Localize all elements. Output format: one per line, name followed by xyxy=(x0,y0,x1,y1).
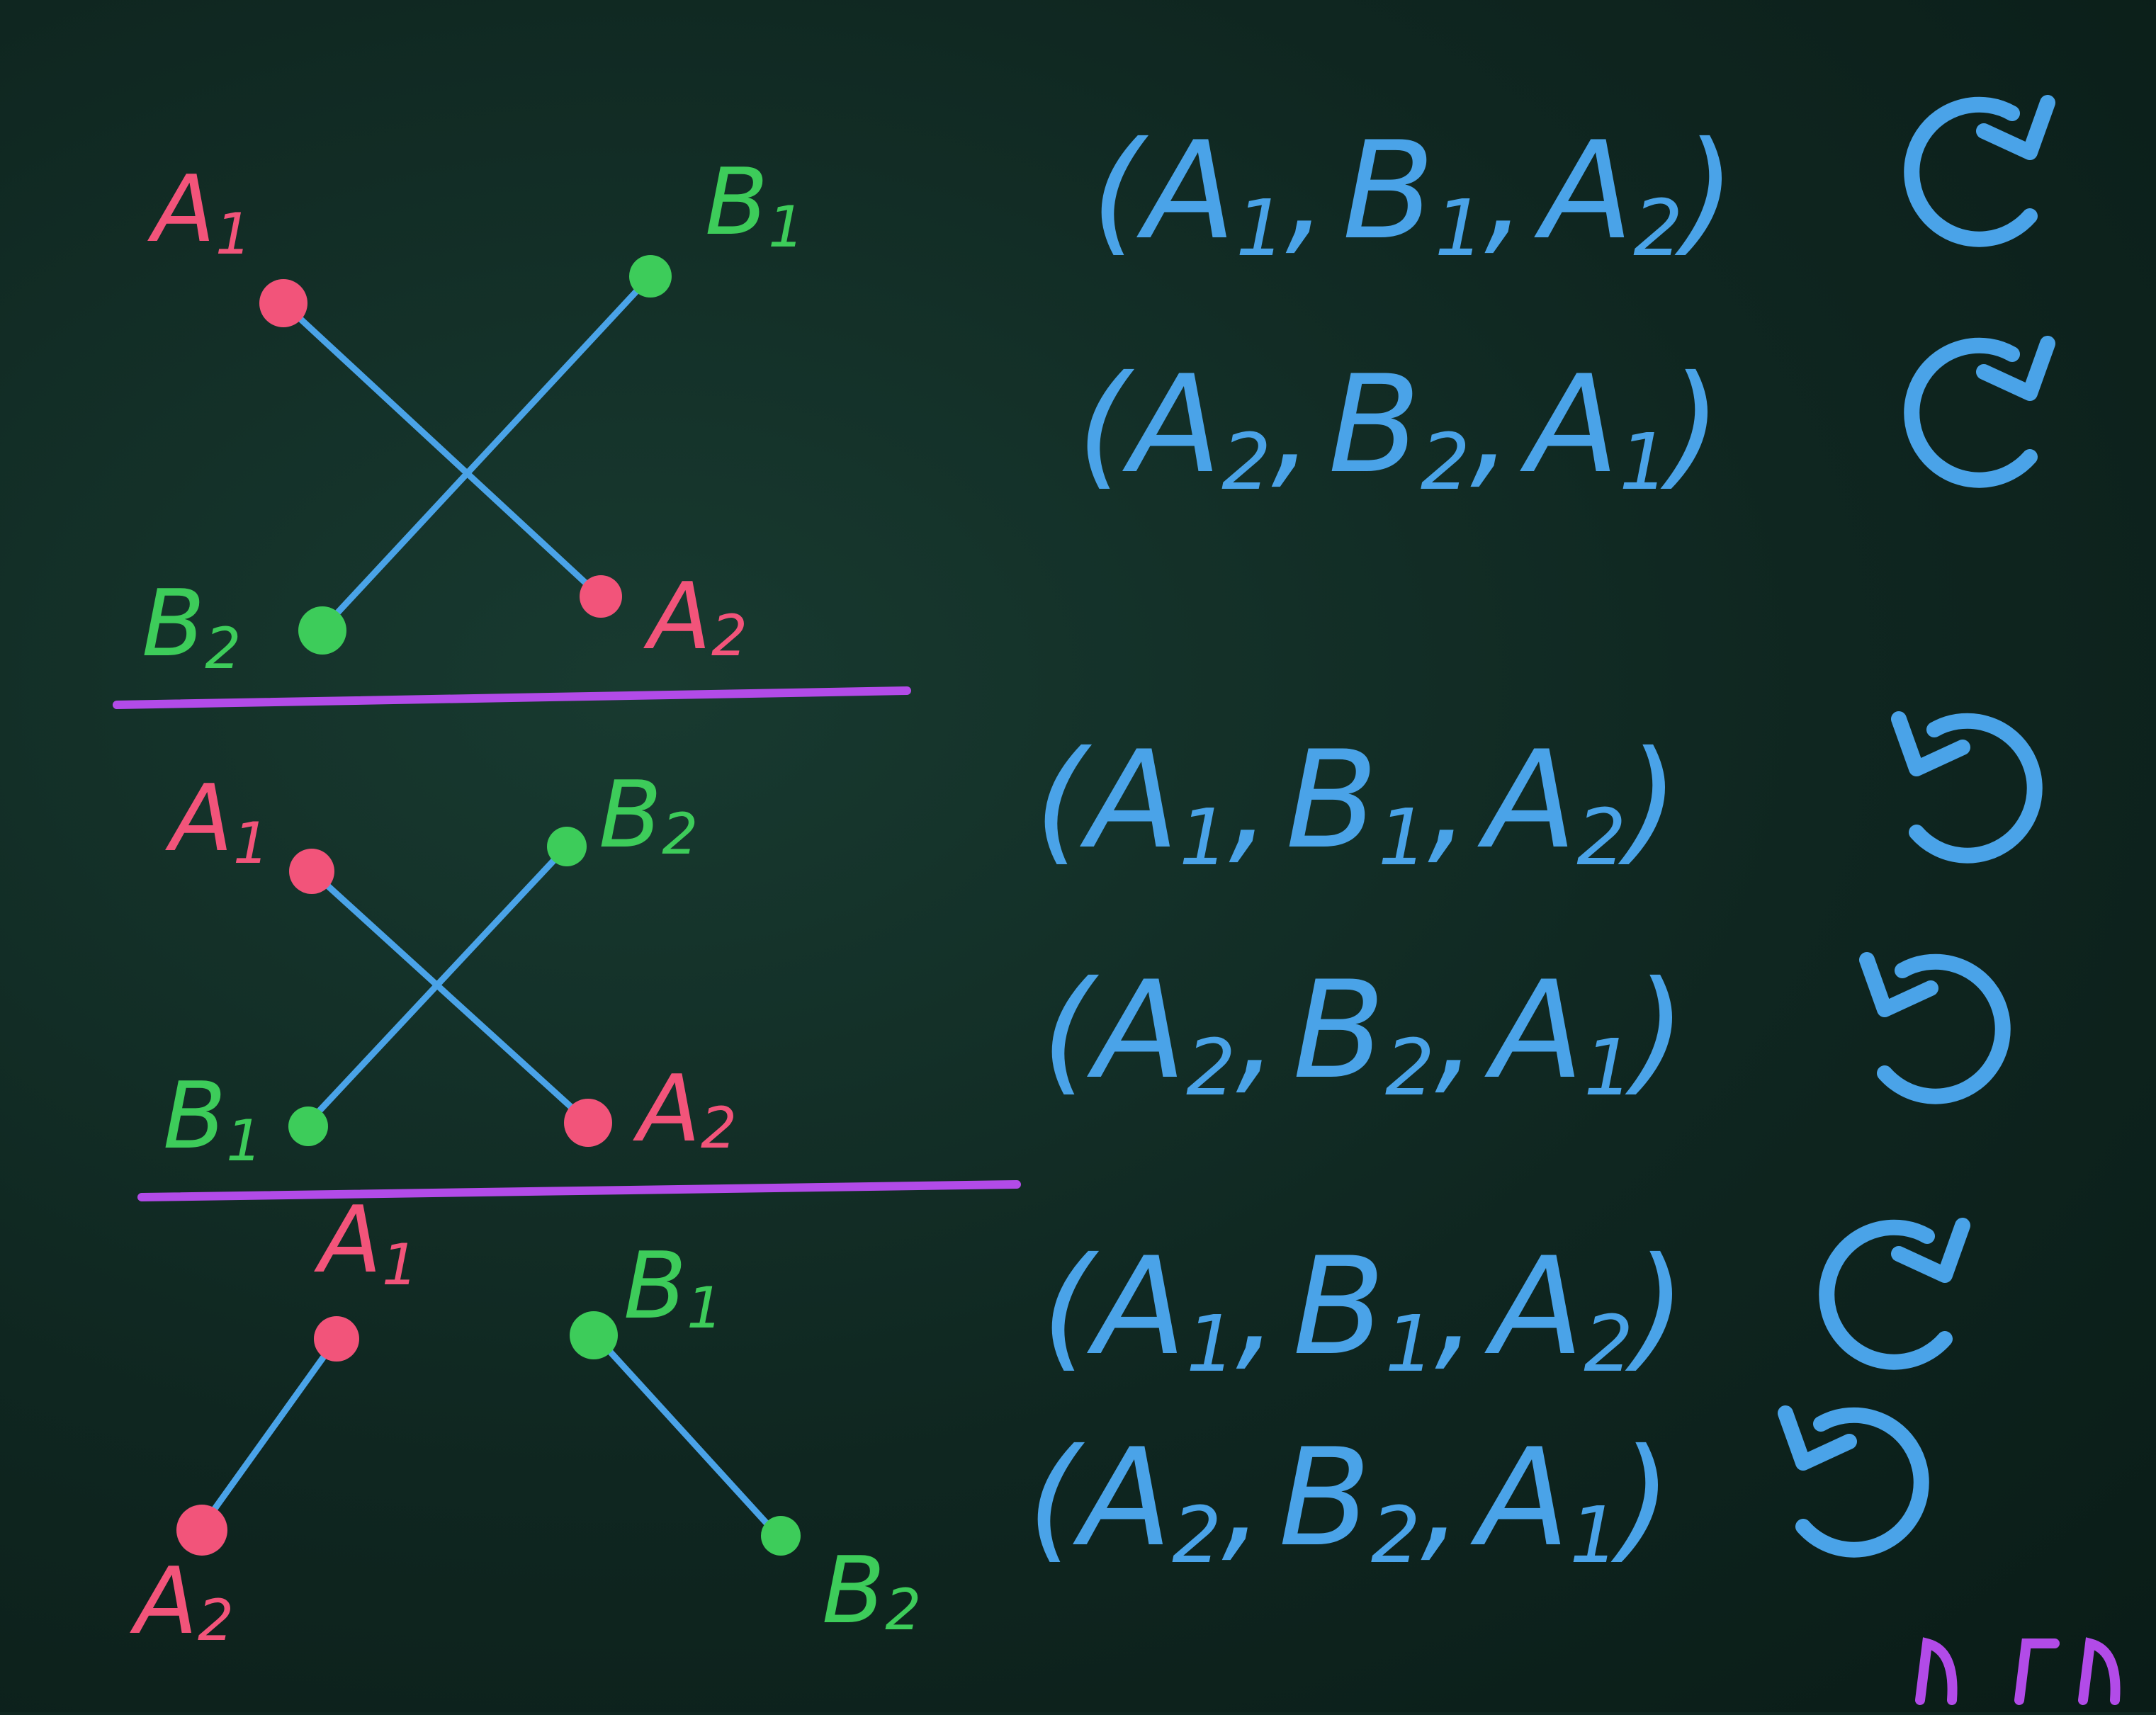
label-b-bottom: B1 xyxy=(163,1062,262,1174)
tuple-6: (A2,B2,A1) xyxy=(1027,1420,1671,1580)
clockwise-arrow-icon xyxy=(1904,95,2055,247)
node-b2 xyxy=(761,1516,801,1556)
label-a1: A1 xyxy=(314,1186,418,1298)
label-b-top: B1 xyxy=(705,148,804,260)
edge-b1-b2 xyxy=(319,273,654,633)
edge-a1-a2 xyxy=(308,868,588,1123)
node-a1 xyxy=(314,1316,359,1362)
label-a2: A2 xyxy=(130,1547,234,1655)
label-b-top: B2 xyxy=(599,761,698,868)
tuple-5: (A1,B1,A2) xyxy=(1042,1228,1686,1389)
divider-1 xyxy=(113,686,911,709)
node-a2 xyxy=(580,575,622,618)
diagram-1: A1 B1 B2 A2 xyxy=(142,148,804,681)
tuple-1: (A1,B1,A2) xyxy=(1091,113,1735,273)
node-b-bottom xyxy=(288,1106,328,1146)
diagram-2: A1 B2 B1 A2 xyxy=(163,761,737,1174)
edge-a1-a2 xyxy=(280,300,602,599)
clockwise-arrow-icon xyxy=(1904,336,2055,488)
tuple-2: (A2,B2,A1) xyxy=(1077,346,1721,507)
label-a2: A2 xyxy=(633,1055,737,1162)
edge-a1-a2 xyxy=(198,1335,340,1530)
tuple-3: (A1,B1,A2) xyxy=(1034,722,1678,883)
node-b2 xyxy=(298,606,346,655)
tuple-list: (A1,B1,A2) (A2,B2,A1) (A1,B1,A2) (A2,B2,… xyxy=(1027,113,1735,1580)
divider-2 xyxy=(137,1180,1021,1201)
label-a2: A2 xyxy=(643,562,747,670)
node-a2 xyxy=(564,1099,612,1147)
counterclockwise-arrow-icon xyxy=(1891,711,2043,864)
node-a1 xyxy=(259,279,307,327)
label-b-bottom: B2 xyxy=(142,570,241,681)
partial-scribble xyxy=(1915,1637,2121,1705)
rotation-arrows xyxy=(1778,95,2055,1558)
label-b-top: B1 xyxy=(623,1232,723,1341)
counterclockwise-arrow-icon xyxy=(1778,1405,1929,1558)
clockwise-arrow-icon xyxy=(1819,1218,1970,1370)
label-a1: A1 xyxy=(165,764,269,876)
counterclockwise-arrow-icon xyxy=(1859,952,2011,1104)
node-a1 xyxy=(289,849,334,894)
diagram-3: A1 B1 A2 B2 xyxy=(130,1186,921,1655)
tuple-4: (A2,B2,A1) xyxy=(1042,952,1686,1113)
node-b1 xyxy=(570,1311,618,1359)
node-b1 xyxy=(629,255,672,298)
label-a1: A1 xyxy=(147,155,252,267)
label-b-bottom: B2 xyxy=(822,1536,921,1644)
edge-b-top-b-bottom xyxy=(305,843,570,1126)
edge-b1-b2 xyxy=(592,1332,783,1541)
node-b-top xyxy=(547,827,587,866)
node-a2 xyxy=(176,1505,227,1556)
